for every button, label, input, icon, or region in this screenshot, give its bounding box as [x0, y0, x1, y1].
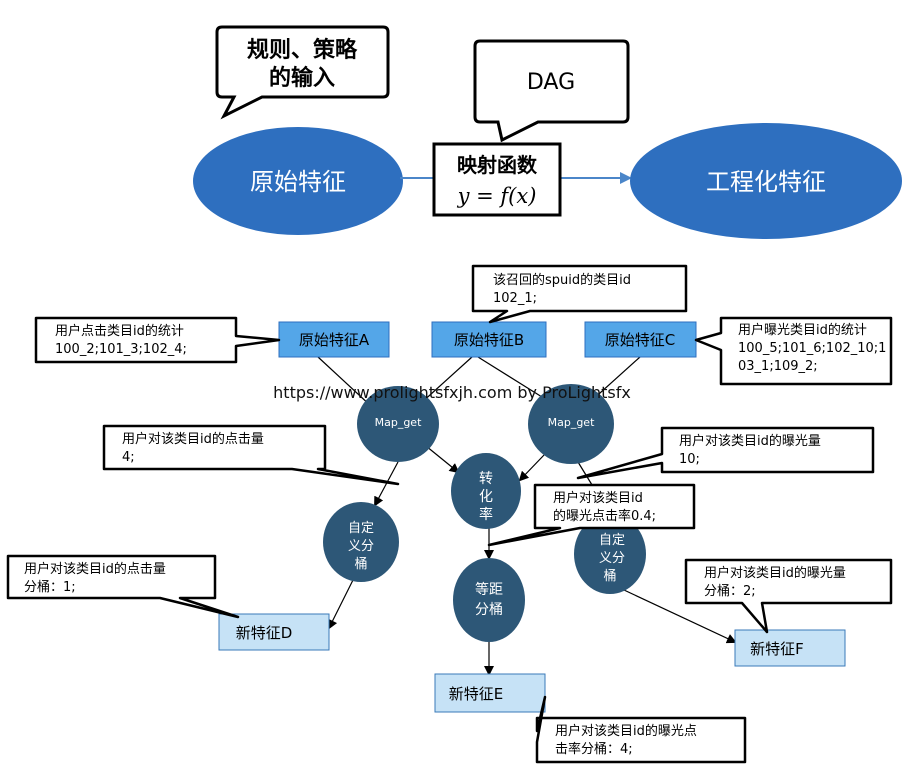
custom-bucket-right-3: 桶 — [603, 569, 616, 584]
callout-expose-bucket-1: 用户对该类目id的曝光量 — [704, 565, 846, 581]
equal-bucket-node: 等距 分桶 — [453, 558, 525, 642]
callout-a-stats-2: 100_2;101_3;102_4; — [55, 342, 187, 357]
callout-ctr-bucket-1: 用户对该类目id的曝光点 — [555, 723, 697, 739]
raw-feature-node: 原始特征 — [193, 127, 403, 235]
callout-expose-count-2: 10; — [679, 452, 700, 467]
callout-b-recall-2: 102_1; — [493, 291, 537, 306]
callout-a-stats-1: 用户点击类目id的统计 — [55, 323, 184, 339]
callout-b-recall: 该召回的spuid的类目id 102_1; — [471, 264, 688, 324]
edge-mapget-right-to-conversion — [518, 453, 546, 482]
edge-b-to-mapget-right — [477, 356, 552, 404]
callout-expose-bucket-2: 分桶：2; — [704, 584, 756, 599]
callout-click-count-2: 4; — [122, 450, 135, 465]
map-get-right-label: Map_get — [548, 416, 595, 429]
mapping-function-formula: y = f(x) — [457, 184, 537, 208]
callout-click-bucket: 用户对该类目id的点击量 分桶：1; — [6, 554, 240, 619]
custom-bucket-left-3: 桶 — [354, 557, 367, 572]
conversion-rate-node: 转 化 率 — [451, 453, 521, 529]
callout-click-count: 用户对该类目id的点击量 4; — [102, 424, 400, 486]
equal-bucket-1: 等距 — [475, 581, 503, 598]
custom-bucket-right-2: 义分 — [599, 551, 625, 566]
source-a-node: 原始特征A — [278, 321, 390, 358]
output-d-label: 新特征D — [236, 624, 293, 642]
callout-expose-count: 用户对该类目id的曝光量 10; — [576, 426, 875, 480]
source-a-label: 原始特征A — [299, 331, 370, 349]
equal-bucket-2: 分桶 — [475, 602, 503, 618]
custom-bucket-right-1: 自定 — [599, 533, 625, 548]
callout-c-stats: 用户曝光类目id的统计 100_5;101_6;102_10;1 03_1;10… — [694, 316, 893, 386]
callout-dag-label: DAG — [527, 70, 575, 95]
output-e-label: 新特征E — [449, 685, 503, 703]
source-b-node: 原始特征B — [431, 321, 547, 358]
source-c-node: 原始特征C — [584, 321, 697, 358]
callout-ctr-bucket: 用户对该类目id的曝光点 击率分桶：4; — [535, 695, 747, 764]
engineered-feature-label: 工程化特征 — [706, 168, 826, 196]
callout-expose-count-1: 用户对该类目id的曝光量 — [679, 433, 821, 449]
callout-click-bucket-2: 分桶：1; — [24, 580, 76, 595]
custom-bucket-right-node: 自定 义分 桶 — [574, 514, 646, 594]
callout-click-count-1: 用户对该类目id的点击量 — [122, 431, 264, 447]
watermark: https://www.prolightsfxjh.com by ProLigh… — [273, 383, 631, 402]
callout-c-stats-1: 用户曝光类目id的统计 — [738, 322, 867, 338]
output-f-node: 新特征F — [734, 629, 846, 667]
custom-bucket-left-2: 义分 — [348, 539, 374, 554]
callout-rules-input: 规则、策略 的输入 — [215, 25, 390, 120]
callout-c-stats-2: 100_5;101_6;102_10;1 — [738, 341, 886, 356]
conversion-label-2: 化 — [479, 489, 493, 505]
callout-c-stats-3: 03_1;109_2; — [738, 359, 818, 374]
output-f-label: 新特征F — [750, 640, 804, 658]
engineered-feature-node: 工程化特征 — [630, 123, 902, 239]
edge-bucket-right-to-f — [623, 589, 737, 644]
callout-rules-line1: 规则、策略 — [247, 37, 358, 63]
mapping-function-title: 映射函数 — [457, 153, 538, 177]
source-c-label: 原始特征C — [605, 331, 675, 349]
output-e-node: 新特征E — [434, 673, 546, 713]
edge-mapget-left-to-conversion — [425, 445, 460, 474]
edge-a-to-mapget-left — [317, 356, 374, 409]
edge-b-to-mapget-left — [418, 356, 473, 406]
map-get-left-label: Map_get — [375, 416, 422, 429]
callout-expose-bucket: 用户对该类目id的曝光量 分桶：2; — [684, 558, 893, 634]
mapping-function-box: 映射函数 y = f(x) — [432, 142, 562, 217]
callout-b-recall-1: 该召回的spuid的类目id — [493, 272, 631, 288]
output-d-node: 新特征D — [218, 613, 330, 651]
conversion-label-3: 率 — [479, 506, 493, 523]
map-get-left-node: Map_get — [357, 386, 439, 462]
callout-ctr-1: 用户对该类目id — [553, 490, 643, 506]
callout-ctr: 用户对该类目id 的曝光点击率0.4; — [487, 483, 696, 547]
raw-feature-label: 原始特征 — [250, 168, 346, 196]
callout-dag: DAG — [473, 39, 630, 143]
edge-bucket-left-to-d — [328, 577, 355, 630]
source-b-label: 原始特征B — [454, 331, 524, 349]
callout-ctr-bucket-2: 击率分桶：4; — [555, 741, 633, 757]
conversion-label-1: 转 — [479, 471, 493, 487]
callout-click-bucket-1: 用户对该类目id的点击量 — [24, 561, 166, 577]
callout-rules-line2: 的输入 — [269, 65, 335, 91]
callout-a-stats: 用户点击类目id的统计 100_2;101_3;102_4; — [34, 316, 281, 364]
custom-bucket-left-node: 自定 义分 桶 — [323, 502, 399, 582]
map-get-right-node: Map_get — [528, 384, 614, 464]
callout-ctr-2: 的曝光点击率0.4; — [553, 508, 656, 524]
custom-bucket-left-1: 自定 — [348, 521, 374, 536]
